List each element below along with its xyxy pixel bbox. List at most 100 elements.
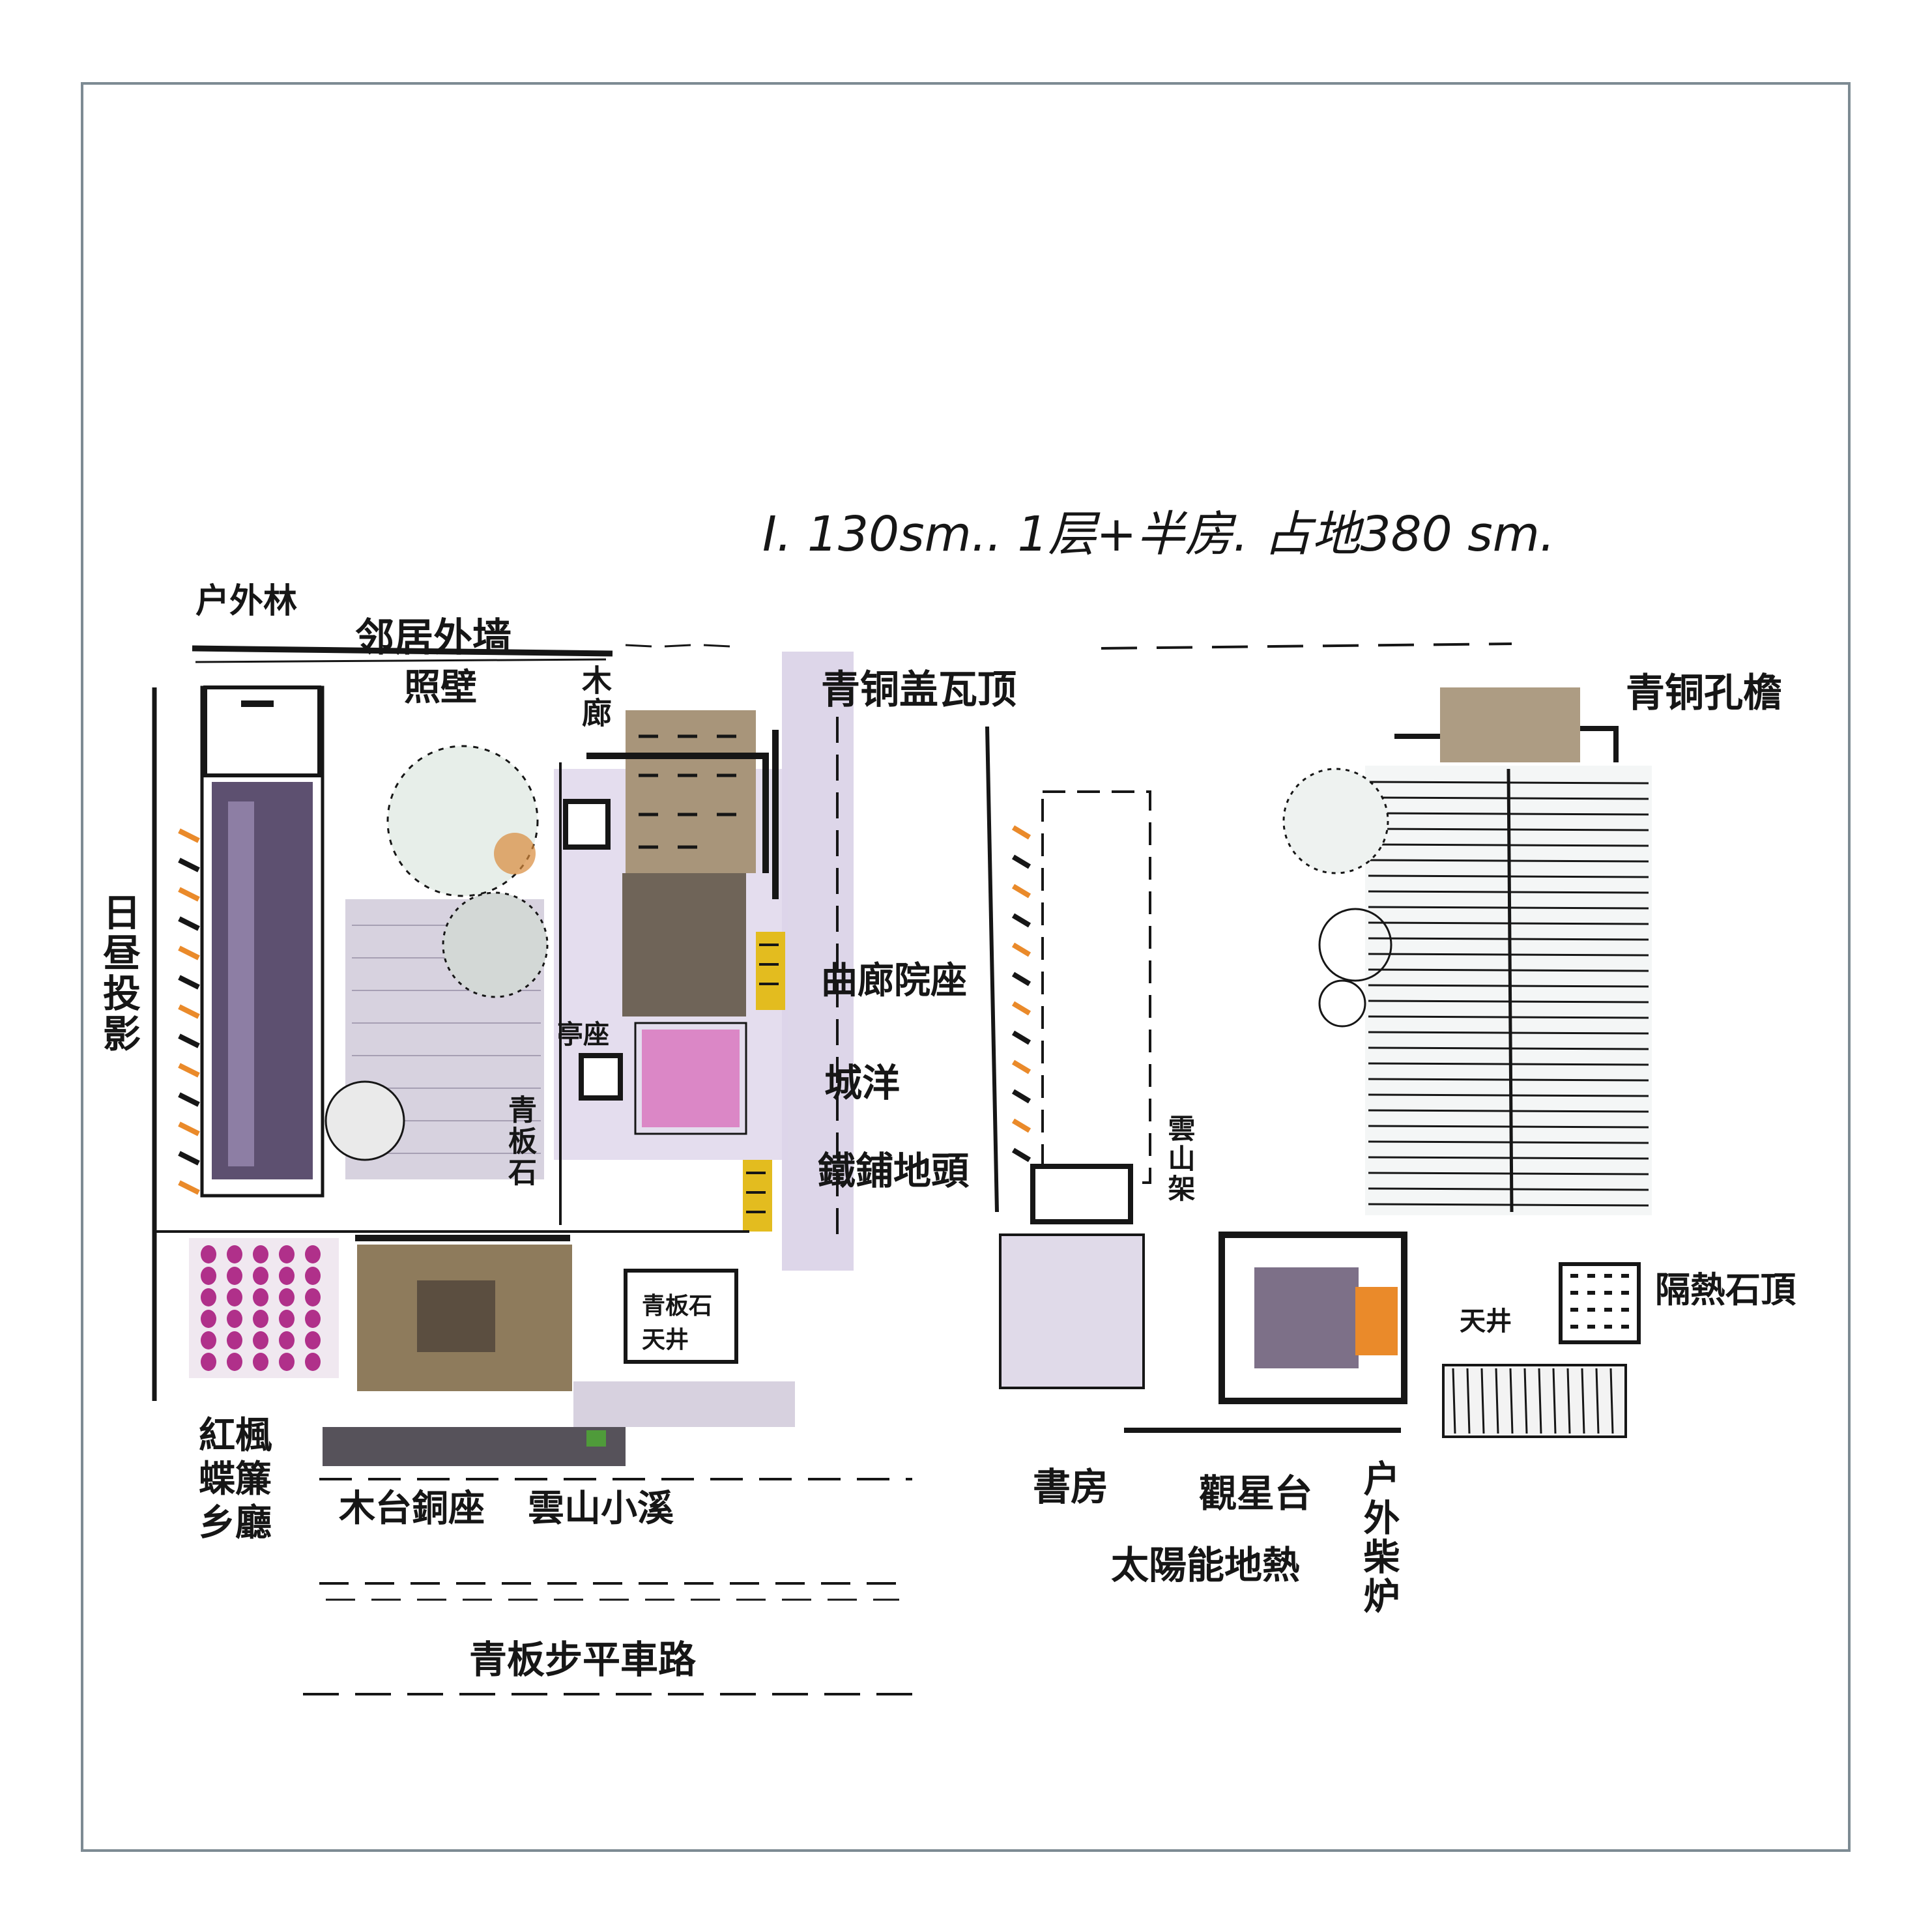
- label-pavilion: 亭座: [557, 1020, 609, 1050]
- label-side-2: 鐵鋪地頭: [818, 1149, 970, 1193]
- stone-dot: [1587, 1325, 1595, 1329]
- hall-dot: [305, 1310, 321, 1328]
- study-canopy: [1030, 1164, 1133, 1224]
- firepit-orange: [1355, 1287, 1398, 1355]
- label-bluestone: 青板石: [503, 1095, 536, 1189]
- label-skylight: 天井: [1460, 1306, 1512, 1336]
- panel-stripe: [1368, 1031, 1649, 1035]
- pink-room: [642, 1030, 740, 1127]
- grating-line: [1509, 1368, 1514, 1434]
- label-hall: 紅楓蝶簾乡廳: [199, 1415, 272, 1545]
- hall-pink-dots: [201, 1245, 321, 1371]
- right-west-edge: [985, 726, 999, 1213]
- grating-line: [1566, 1368, 1571, 1434]
- grating-line: [1595, 1368, 1600, 1434]
- hall-dot: [227, 1353, 242, 1371]
- hall-dot: [305, 1331, 321, 1349]
- hall-dot: [201, 1310, 216, 1328]
- panel-stripe: [1368, 1172, 1649, 1175]
- stream-channel: [323, 1427, 626, 1466]
- hall-dot: [279, 1310, 295, 1328]
- right-tree-1: [1282, 768, 1389, 874]
- hall-dot: [253, 1267, 268, 1285]
- panel-stripe: [1368, 1000, 1649, 1003]
- bronze-eaves-frame: [1394, 726, 1619, 762]
- house-outline: [586, 730, 779, 899]
- hall-dot: [201, 1288, 216, 1306]
- grating-line: [1581, 1368, 1585, 1434]
- label-bronze-roof: 青铜盖瓦顶: [821, 667, 1016, 713]
- grating-line: [1495, 1368, 1499, 1434]
- stone-dot: [1621, 1325, 1629, 1329]
- panel-stripe: [1368, 1046, 1649, 1050]
- hall-dot: [201, 1245, 216, 1263]
- panel-stripe: [1368, 1015, 1649, 1019]
- label-solar: 太陽能地熱: [1111, 1543, 1301, 1587]
- panel-stripe: [1368, 1078, 1649, 1082]
- hall-dot: [227, 1267, 242, 1285]
- stone-dot: [1587, 1308, 1595, 1312]
- label-road: 青板步平車路: [469, 1637, 697, 1682]
- tree-canopy-small: [324, 1080, 405, 1161]
- stone-dot: [1604, 1274, 1612, 1278]
- bench-inner: [417, 1280, 495, 1352]
- right-tree-3: [1318, 979, 1366, 1028]
- label-courtyard-seat: 曲廊院座: [821, 960, 967, 1002]
- pavilion-box-lower: [579, 1053, 623, 1101]
- label-study: 書房: [1033, 1465, 1109, 1509]
- hall-dot: [227, 1331, 242, 1349]
- tree-canopy-mid: [442, 891, 549, 998]
- label-stream: 雲山小溪: [528, 1488, 674, 1530]
- label-wood-corridor: 木廊: [577, 665, 613, 730]
- tree-canopy-accent: [494, 833, 536, 874]
- solar-divider: [1507, 768, 1514, 1213]
- stone-roof-dots: [1570, 1274, 1629, 1329]
- stone-dot: [1621, 1308, 1629, 1312]
- stone-dot: [1604, 1325, 1612, 1329]
- label-stone-roof: 隔熱石頂: [1655, 1269, 1796, 1310]
- hall-dot: [305, 1267, 321, 1285]
- stream-accent: [586, 1430, 606, 1447]
- label-bronze-eaves: 青铜孔檐: [1626, 670, 1782, 716]
- panel-stripe: [1368, 1125, 1649, 1129]
- hall-dot: [279, 1288, 295, 1306]
- hall-dot: [201, 1267, 216, 1285]
- hall-dot: [227, 1288, 242, 1306]
- label-screen-wall: 照壁: [404, 667, 477, 709]
- west-wall-frame: [200, 685, 324, 1198]
- frame-border: [81, 82, 1851, 1852]
- east-lilac-wash: [782, 652, 854, 1271]
- stone-dot: [1570, 1325, 1578, 1329]
- top-dashed-boundary: [625, 644, 730, 648]
- west-hatch: [178, 828, 200, 1195]
- panel-stripe: [1368, 1140, 1649, 1144]
- panel-stripe: [1368, 1093, 1649, 1097]
- patio-box: [624, 1269, 738, 1364]
- yellow-strip-lower: [743, 1160, 772, 1232]
- stone-dot: [1621, 1291, 1629, 1295]
- label-star-deck: 觀星台: [1199, 1471, 1313, 1516]
- label-bench: 木台銅座: [339, 1488, 485, 1530]
- star-deck-inner: [1254, 1267, 1359, 1368]
- grating-line: [1609, 1368, 1614, 1434]
- right-plan: [985, 642, 1652, 1438]
- page-title: I. 130sm.. 1层+半房. 占地380 sm.: [762, 506, 1555, 562]
- label-neighbor-wall: 邻居外墙: [355, 615, 512, 661]
- stone-dot: [1570, 1291, 1578, 1295]
- right-tree-2: [1318, 908, 1392, 982]
- hall-dot: [227, 1245, 242, 1263]
- bronze-eaves: [1440, 687, 1580, 762]
- grating-line: [1523, 1368, 1528, 1434]
- right-top-dashes: [1101, 642, 1512, 650]
- hall-dot: [253, 1331, 268, 1349]
- label-side-1: 城洋: [824, 1061, 901, 1105]
- roof-dashes: [639, 734, 736, 849]
- grating-lines: [1452, 1368, 1614, 1434]
- stone-dot: [1621, 1274, 1629, 1278]
- hall-dot: [305, 1245, 321, 1263]
- south-paving: [573, 1381, 795, 1427]
- grating-line: [1452, 1368, 1456, 1434]
- panel-stripe: [1368, 1109, 1649, 1113]
- hall-dot: [227, 1310, 242, 1328]
- hall-dot: [279, 1245, 295, 1263]
